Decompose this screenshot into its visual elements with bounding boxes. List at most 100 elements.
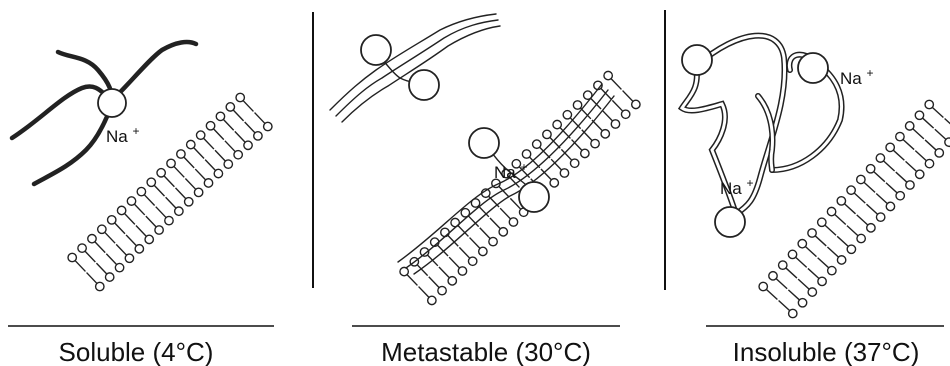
lipid-tail xyxy=(915,151,926,161)
lipid-tail xyxy=(818,258,829,268)
lipid-head xyxy=(857,175,865,183)
lipid-tail xyxy=(96,263,106,274)
lipid-tail xyxy=(500,208,510,219)
lipid-tail xyxy=(136,226,146,237)
lipid-tail xyxy=(876,193,887,203)
lipid-head xyxy=(847,186,855,194)
lipid-head xyxy=(499,228,507,236)
lipid-tail xyxy=(204,138,214,149)
lipid-head xyxy=(896,132,904,140)
lipid-head xyxy=(147,178,155,186)
lipid-tail xyxy=(125,213,135,224)
lipid-tail xyxy=(233,110,243,121)
lipid-tail xyxy=(245,122,255,133)
lipid-head xyxy=(570,159,578,167)
lipid-head xyxy=(135,245,143,253)
lipid-tail xyxy=(174,166,184,177)
lipid-head xyxy=(611,120,619,128)
lipid-head xyxy=(847,245,855,253)
lipid-tail xyxy=(923,118,934,128)
lipid-head xyxy=(876,154,884,162)
lipid-tail xyxy=(195,169,205,180)
lipid-tail xyxy=(611,79,621,90)
lipid-tail xyxy=(798,279,809,289)
lipid-tail xyxy=(776,279,787,289)
lipid-tail xyxy=(864,182,875,192)
lipid-head xyxy=(489,237,497,245)
lipid-head xyxy=(400,267,408,275)
lipid-head xyxy=(788,250,796,258)
lipid-head xyxy=(601,130,609,138)
lipid-head xyxy=(779,261,787,269)
lipid-tail xyxy=(116,244,126,255)
lipid-head xyxy=(509,218,517,226)
lipid-head xyxy=(224,160,232,168)
lipid-head xyxy=(105,273,113,281)
lipid-tail xyxy=(612,100,622,111)
lipid-head xyxy=(818,277,826,285)
lipid-tail xyxy=(857,215,868,225)
lipid-head xyxy=(244,141,252,149)
bilayer-soluble xyxy=(68,93,272,290)
lipid-head xyxy=(214,169,222,177)
panel-soluble: Na + xyxy=(12,42,272,291)
lipid-head xyxy=(925,159,933,167)
lipid-tail xyxy=(166,197,176,208)
lipid-head xyxy=(194,188,202,196)
lipid-head xyxy=(204,179,212,187)
lipid-head xyxy=(196,131,204,139)
lipid-head xyxy=(157,169,165,177)
lipid-tail xyxy=(844,204,855,214)
caption-soluble: Soluble (4°C) xyxy=(59,337,214,366)
lipid-tail xyxy=(788,290,799,300)
lipid-head xyxy=(78,244,86,252)
lipid-head xyxy=(428,296,436,304)
lipid-head xyxy=(479,247,487,255)
lipid-tail xyxy=(470,238,480,249)
lipid-head xyxy=(137,187,145,195)
lipid-head xyxy=(522,150,530,158)
lipid-tail xyxy=(223,119,233,130)
panel-metastable: Na + xyxy=(330,14,640,305)
lipid-head xyxy=(88,234,96,242)
sodium-ion-bead xyxy=(361,35,391,65)
lipid-head xyxy=(591,139,599,147)
lipid-head xyxy=(226,103,234,111)
lipid-tail xyxy=(582,130,592,141)
lipid-tail xyxy=(796,257,807,267)
lipid-tail xyxy=(903,139,914,149)
lipid-head xyxy=(458,267,466,275)
lipid-tail xyxy=(779,301,790,311)
lipid-head xyxy=(818,218,826,226)
lipid-head xyxy=(96,282,104,290)
lipid-head xyxy=(177,150,185,158)
lipid-tail xyxy=(419,287,429,298)
polymer-strand xyxy=(336,20,498,116)
panel-insoluble: Na + Na + xyxy=(682,36,950,318)
lipid-head xyxy=(563,111,571,119)
lipid-tail xyxy=(827,247,838,257)
sodium-ion-bead xyxy=(409,70,439,100)
lipid-tail xyxy=(837,236,848,246)
lipid-head xyxy=(827,207,835,215)
lipid-head xyxy=(896,192,904,200)
lipid-head xyxy=(866,165,874,173)
lipid-tail xyxy=(115,223,125,234)
lipid-tail xyxy=(75,261,85,272)
lipid-head xyxy=(438,286,446,294)
sodium-ion-bead xyxy=(519,182,549,212)
lipid-tail xyxy=(215,150,225,161)
lipid-tail xyxy=(439,267,449,278)
caption-metastable: Metastable (30°C) xyxy=(381,337,591,366)
lipid-tail xyxy=(235,131,245,142)
sodium-ion-bead xyxy=(98,89,126,117)
lipid-tail xyxy=(815,236,826,246)
lipid-head xyxy=(905,122,913,130)
lipid-head xyxy=(828,266,836,274)
lipid-tail xyxy=(945,119,950,129)
polymer-strand xyxy=(34,104,112,184)
lipid-head xyxy=(573,101,581,109)
lipid-head xyxy=(798,299,806,307)
lipid-head xyxy=(798,239,806,247)
sodium-ion-bead xyxy=(798,53,828,83)
